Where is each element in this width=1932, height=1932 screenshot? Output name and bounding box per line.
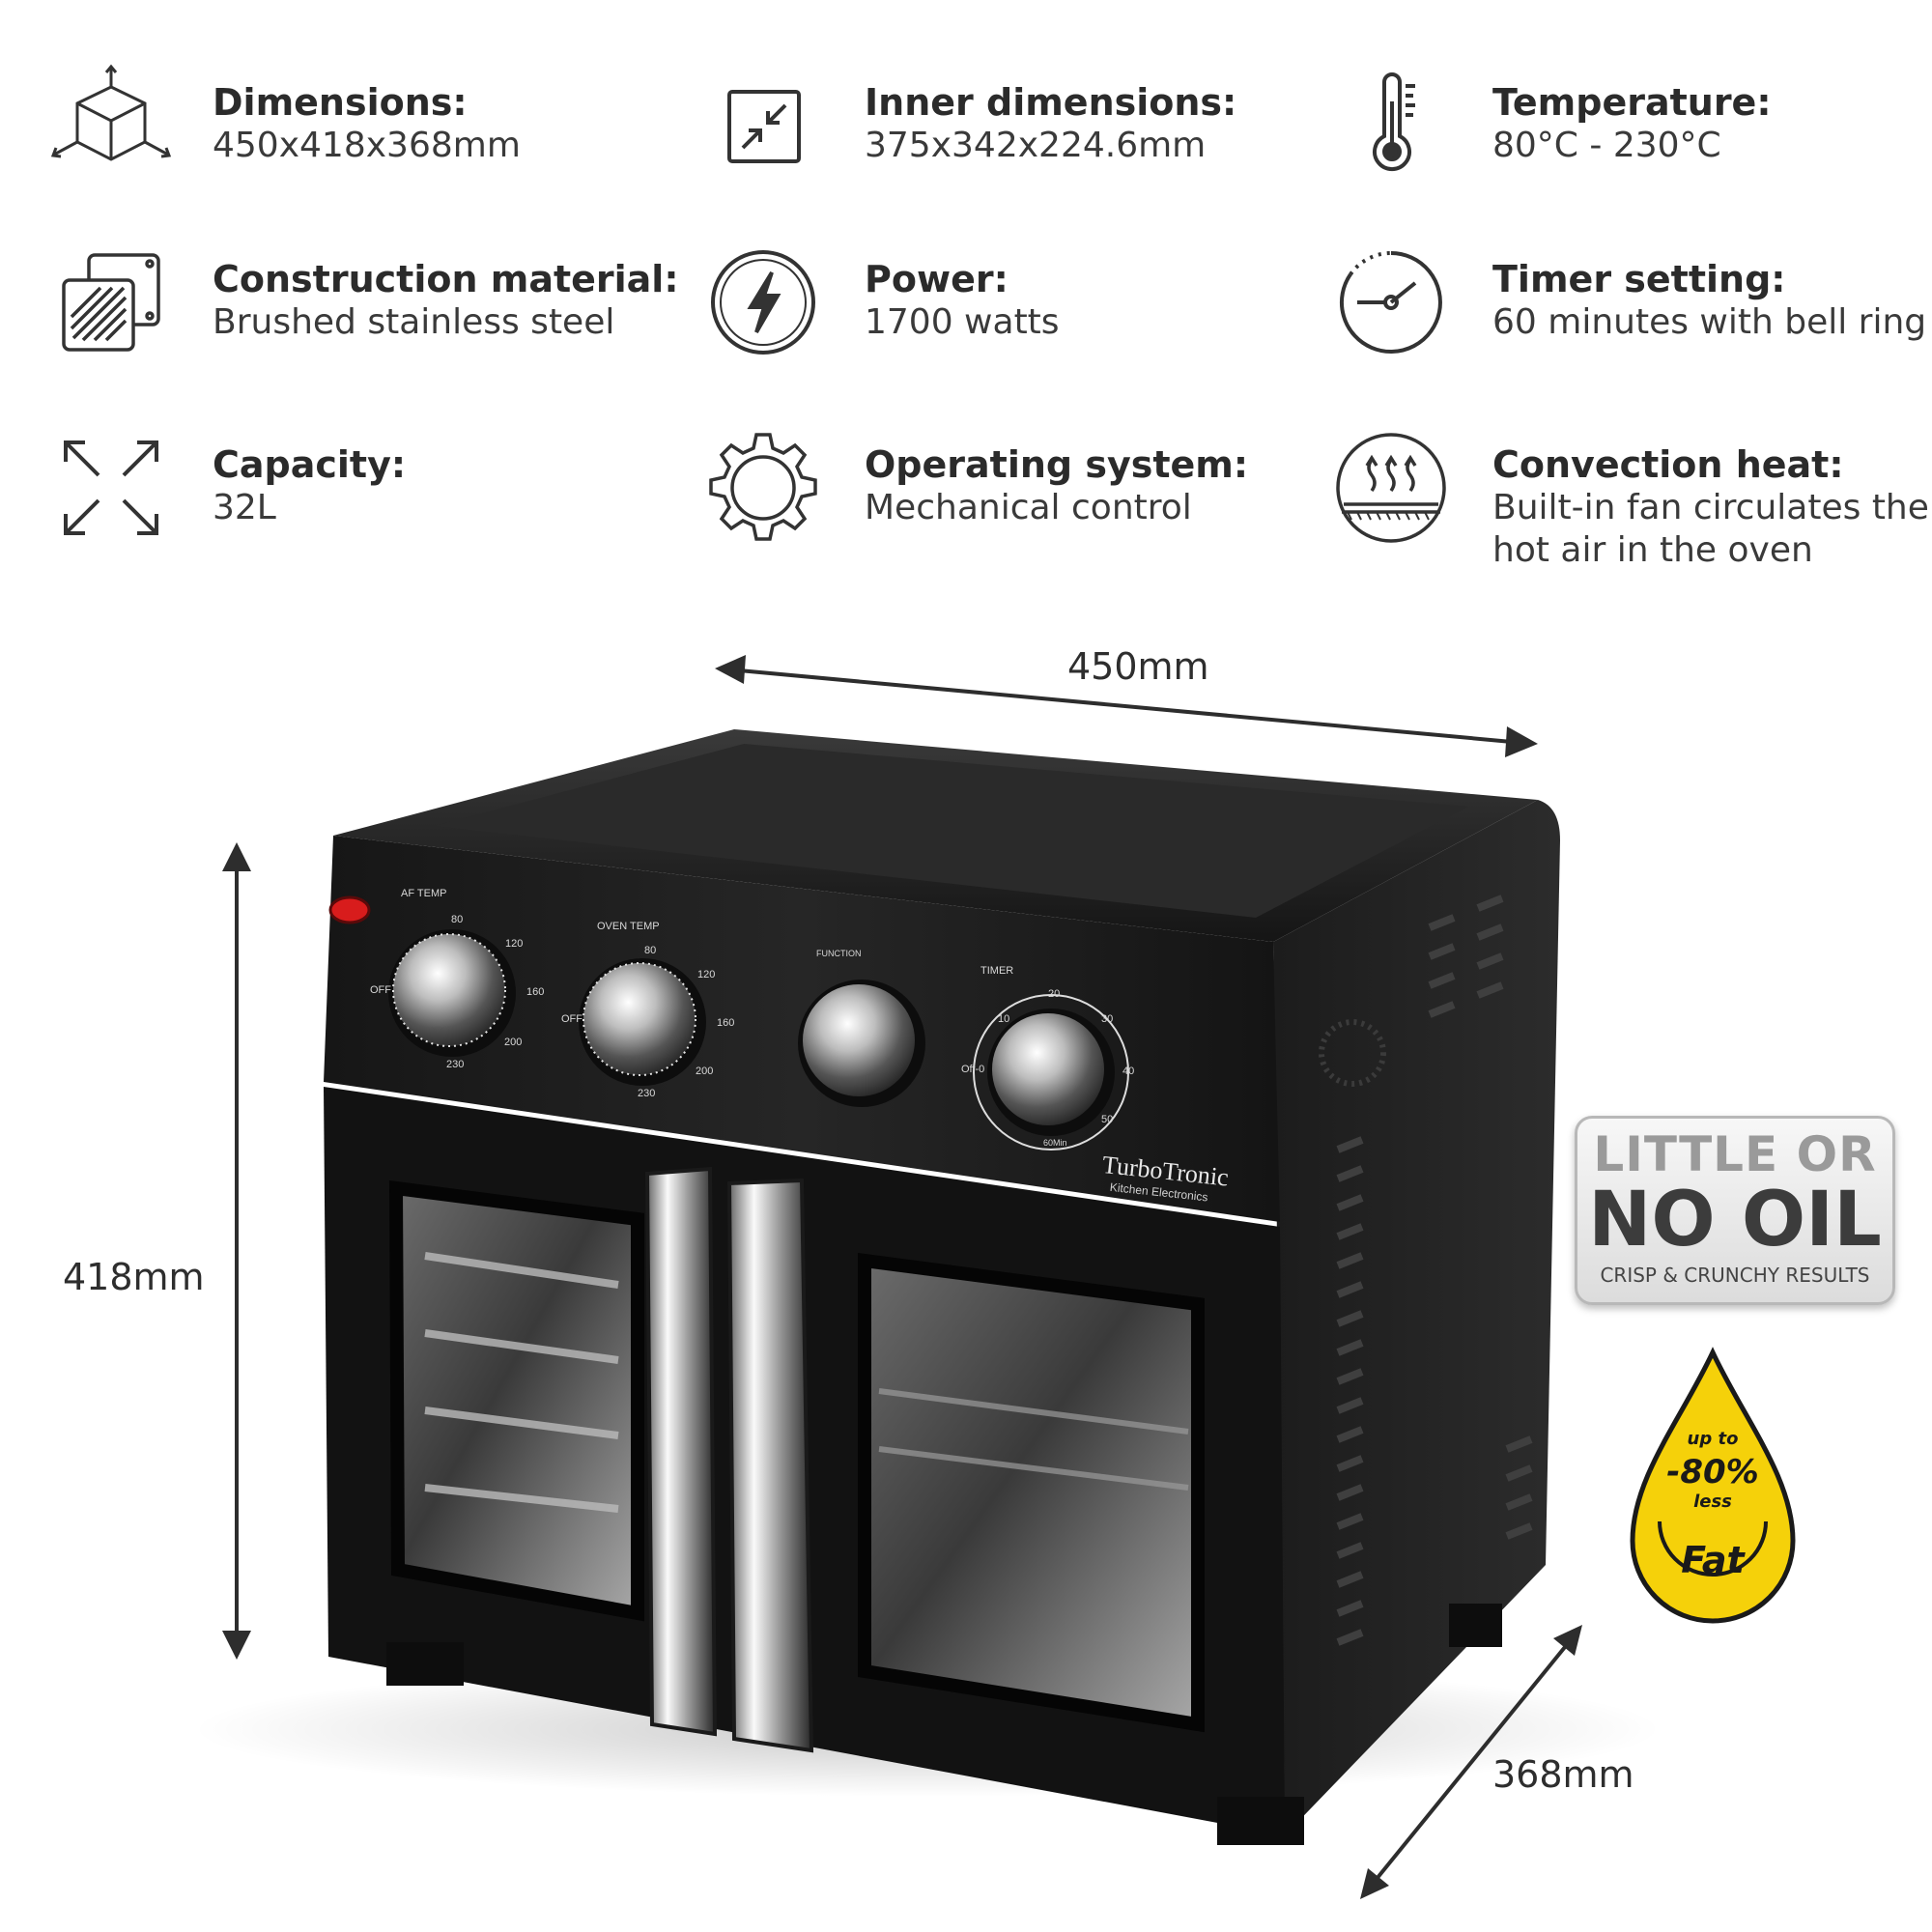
width-arrow	[715, 655, 1538, 757]
spec-value: Brushed stainless steel	[213, 302, 615, 342]
spec-value-line-1: Built-in fan circulates the	[1492, 488, 1929, 527]
oven-mark-200: 200	[696, 1065, 713, 1077]
side-vents	[1336, 895, 1533, 1646]
oven-foot	[1449, 1604, 1502, 1647]
right-door-handle[interactable]	[726, 1178, 814, 1753]
spec-label: Temperature:	[1492, 81, 1772, 124]
af-mark-230: 230	[446, 1059, 464, 1070]
af-mark-200: 200	[504, 1037, 522, 1048]
badge-percent: -80%	[1666, 1453, 1759, 1492]
oven-mark-160: 160	[717, 1017, 734, 1029]
spec-label: Timer setting:	[1492, 258, 1786, 300]
spec-label: Convection heat:	[1492, 443, 1844, 486]
spec-operating-system: Operating system: Mechanical control	[700, 425, 1248, 551]
timer-mark-10: 10	[998, 1013, 1009, 1025]
spec-value: 375x342x224.6mm	[865, 126, 1207, 165]
convection-heat-icon	[1328, 425, 1454, 551]
spec-convection-heat: Convection heat: Built-in fan circulates…	[1328, 425, 1929, 572]
spec-value: 450x418x368mm	[213, 126, 521, 165]
spec-capacity: Capacity: 32L	[48, 425, 406, 551]
oven-racks	[424, 1252, 619, 1513]
steel-plates-icon	[48, 240, 174, 365]
oven-side	[1273, 800, 1560, 1835]
af-mark-160: 160	[526, 986, 544, 998]
thermometer-icon	[1328, 63, 1454, 188]
timer-mark-50: 50	[1101, 1114, 1113, 1125]
air-fryer-oven: AF TEMP OVEN TEMP FUNCTION TIMER OFF 80 …	[324, 729, 1560, 1845]
timer-mark-30: 30	[1101, 1013, 1113, 1025]
spec-temperature: Temperature: 80°C - 230°C	[1328, 63, 1772, 188]
left-door-handle[interactable]	[644, 1166, 718, 1737]
spec-value: 60 minutes with bell ring	[1492, 302, 1927, 342]
lightning-icon	[700, 240, 826, 365]
oven-mark-off: OFF	[561, 1013, 582, 1025]
function-label: FUNCTION	[816, 949, 862, 958]
shrink-arrows-icon	[700, 63, 826, 188]
depth-label: 368mm	[1492, 1753, 1634, 1796]
spec-label: Operating system:	[865, 443, 1249, 486]
badge-less: less	[1693, 1492, 1732, 1512]
spec-label: Dimensions:	[213, 81, 468, 124]
badge-line-3: CRISP & CRUNCHY RESULTS	[1600, 1264, 1870, 1287]
badge-fat: Fat	[1681, 1539, 1746, 1581]
oven-temp-knob[interactable]	[579, 958, 706, 1086]
power-indicator-light	[328, 895, 371, 924]
badge-line-2: NO OIL	[1588, 1177, 1882, 1264]
right-door-window	[858, 1253, 1205, 1733]
badge-line-1: LITTLE OR	[1593, 1126, 1877, 1182]
width-label: 450mm	[1067, 645, 1209, 688]
af-temp-knob[interactable]	[388, 929, 516, 1057]
timer-mark-off: Off-0	[961, 1064, 984, 1075]
fan-grille	[1319, 1019, 1386, 1087]
height-arrow	[222, 842, 251, 1660]
oven-mark-230: 230	[638, 1088, 655, 1099]
spec-value: Mechanical control	[865, 488, 1192, 527]
oven-top-inset	[435, 744, 1468, 918]
spec-label: Inner dimensions:	[865, 81, 1237, 124]
spec-label: Capacity:	[213, 443, 407, 486]
spec-timer-setting: Timer setting: 60 minutes with bell ring	[1328, 240, 1926, 365]
oven-temp-label: OVEN TEMP	[597, 921, 660, 932]
af-temp-label: AF TEMP	[401, 888, 446, 899]
fat-reduction-badge: up to -80% less Fat	[1630, 1347, 1796, 1624]
af-mark-120: 120	[505, 938, 523, 950]
af-mark-off: OFF	[370, 984, 391, 996]
timer-mark-60: 60Min	[1043, 1138, 1067, 1148]
spec-value: 1700 watts	[865, 302, 1060, 342]
cube-icon	[48, 63, 174, 188]
gear-icon	[700, 425, 826, 551]
expand-arrows-icon	[48, 425, 174, 551]
spec-label: Power:	[865, 258, 1009, 300]
spec-dimensions: Dimensions: 450x418x368mm	[48, 63, 521, 188]
badge-up-to: up to	[1688, 1429, 1739, 1449]
oven-mark-120: 120	[697, 969, 715, 980]
oven-mark-80: 80	[644, 945, 656, 956]
timer-mark-40: 40	[1122, 1065, 1134, 1077]
spec-construction-material: Construction material: Brushed stainless…	[48, 240, 679, 365]
little-or-no-oil-badge: LITTLE OR NO OIL CRISP & CRUNCHY RESULTS	[1575, 1116, 1895, 1305]
spec-value: 32L	[213, 488, 276, 527]
depth-arrow	[1360, 1625, 1582, 1899]
timer-knob[interactable]	[973, 994, 1129, 1151]
function-knob[interactable]	[798, 980, 925, 1107]
spec-power: Power: 1700 watts	[700, 240, 1060, 365]
oven-foot	[386, 1642, 464, 1686]
timer-label: TIMER	[980, 965, 1013, 977]
spec-label: Construction material:	[213, 258, 679, 300]
spec-value-line-2: hot air in the oven	[1492, 530, 1813, 570]
af-mark-80: 80	[451, 914, 463, 925]
timer-icon	[1328, 240, 1454, 365]
left-door-window	[388, 1180, 644, 1622]
spec-inner-dimensions: Inner dimensions: 375x342x224.6mm	[700, 63, 1236, 188]
oven-foot	[1217, 1797, 1304, 1845]
height-label: 418mm	[63, 1256, 205, 1298]
timer-mark-20: 20	[1048, 988, 1060, 1000]
spec-value: 80°C - 230°C	[1492, 126, 1721, 165]
